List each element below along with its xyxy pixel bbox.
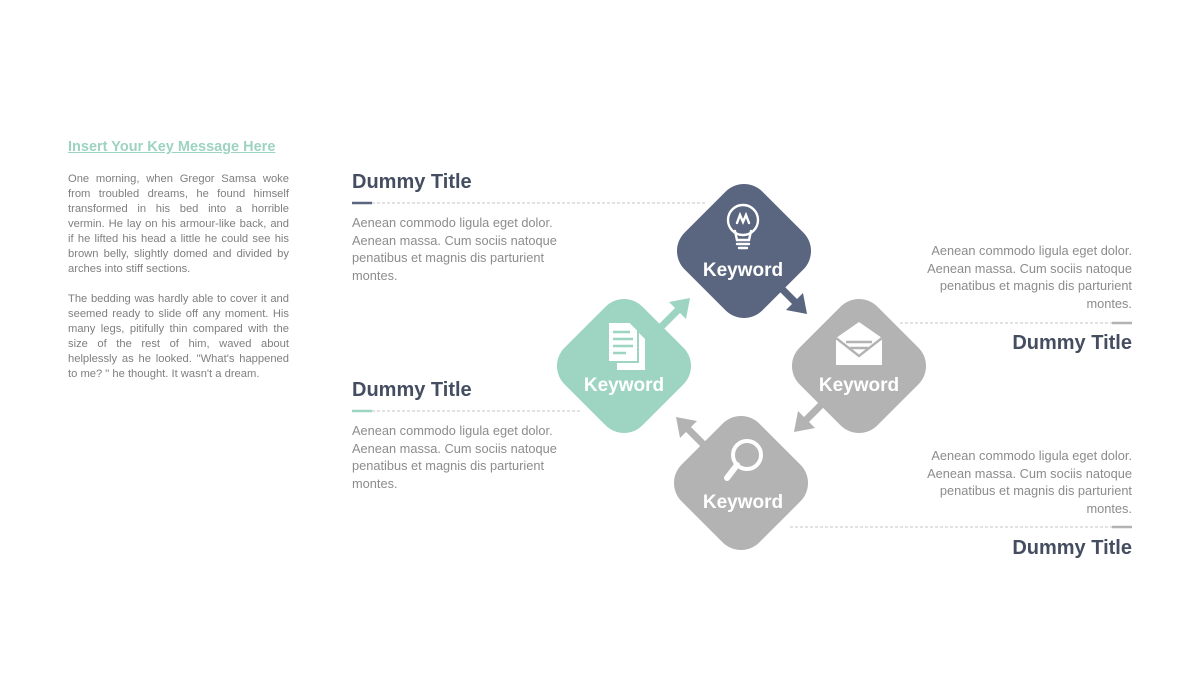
block-text-top-left: Aenean commodo ligula eget dolor. Aenean…: [352, 215, 557, 283]
envelope-icon: [835, 322, 883, 365]
arrow-left-to-top: [658, 298, 690, 330]
diamond-bottom[interactable]: Keyword: [663, 405, 819, 561]
arrow-bottom-to-left: [676, 417, 708, 449]
document-icon: [607, 321, 645, 370]
diamond-left[interactable]: Keyword: [546, 288, 702, 444]
sidebar-paragraph-2: The bedding was hardly able to cover it …: [68, 293, 289, 380]
block-title-mid-left: Dummy Title: [352, 379, 472, 401]
keyword-label-right: Keyword: [819, 375, 899, 396]
block-text-mid-left: Aenean commodo ligula eget dolor. Aenean…: [352, 423, 557, 491]
diamond-right[interactable]: Keyword: [781, 288, 937, 444]
block-title-top-right: Dummy Title: [1012, 332, 1132, 354]
lightbulb-icon: [726, 203, 760, 250]
block-title-top-left: Dummy Title: [352, 171, 472, 193]
block-title-bottom-right: Dummy Title: [1012, 537, 1132, 559]
magnifier-icon: [724, 439, 763, 481]
key-message-heading[interactable]: Insert Your Key Message Here: [68, 139, 276, 155]
arrow-right-to-bottom: [794, 400, 826, 432]
block-text-top-right: Aenean commodo ligula eget dolor. Aenean…: [927, 243, 1132, 311]
sidebar-paragraph-1: One morning, when Gregor Samsa woke from…: [68, 173, 289, 275]
keyword-label-bottom: Keyword: [703, 492, 783, 513]
diamond-top[interactable]: Keyword: [666, 173, 822, 329]
block-text-bottom-right: Aenean commodo ligula eget dolor. Aenean…: [927, 448, 1132, 516]
arrow-top-to-right: [777, 284, 807, 314]
keyword-label-left: Keyword: [584, 375, 664, 396]
keyword-label-top: Keyword: [703, 260, 783, 281]
